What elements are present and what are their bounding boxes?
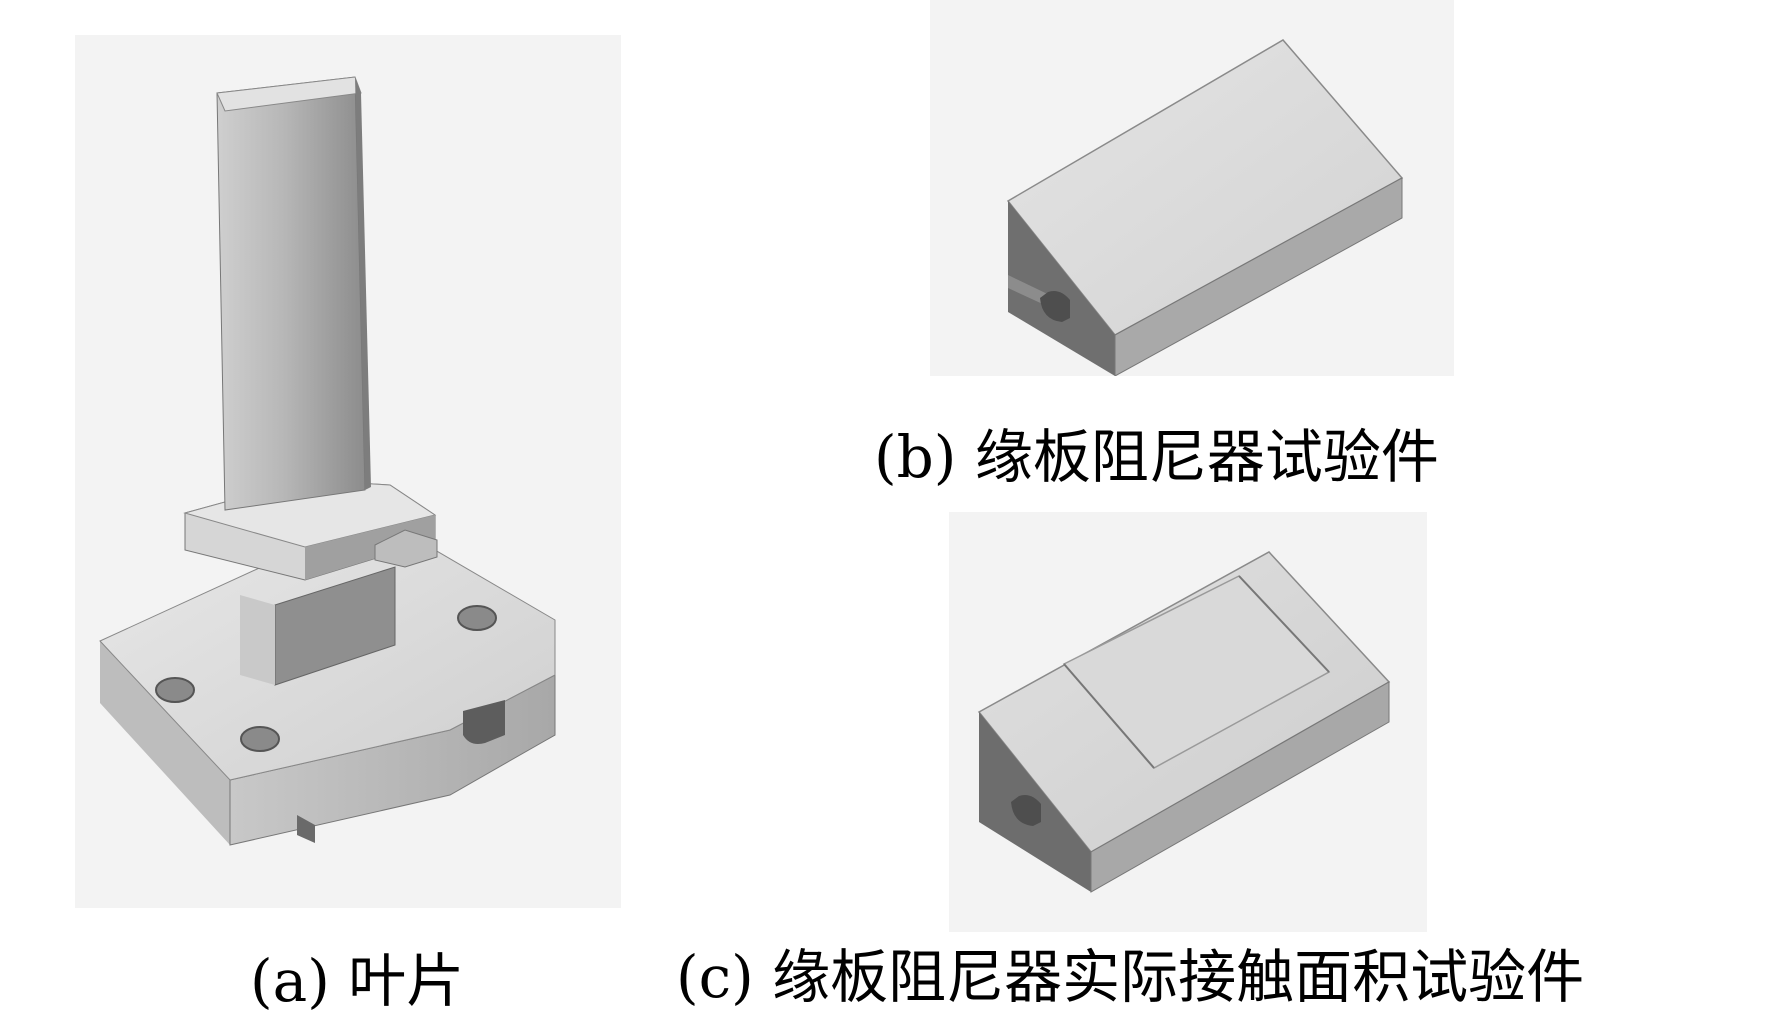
contact-area-specimen-figure-panel xyxy=(949,512,1427,932)
caption-damper-specimen: (b) 缘板阻尼器试验件 xyxy=(874,423,1439,491)
damper-specimen-figure-panel xyxy=(930,0,1454,376)
blade-figure-panel xyxy=(75,35,621,908)
caption-contact-area-specimen: (c) 缘板阻尼器实际接触面积试验件 xyxy=(676,943,1585,1011)
contact-area-specimen-icon xyxy=(977,551,1391,893)
turbine-blade-icon xyxy=(99,76,556,846)
damper-specimen-icon xyxy=(1006,39,1404,376)
caption-blade: (a) 叶片 xyxy=(250,947,465,1015)
